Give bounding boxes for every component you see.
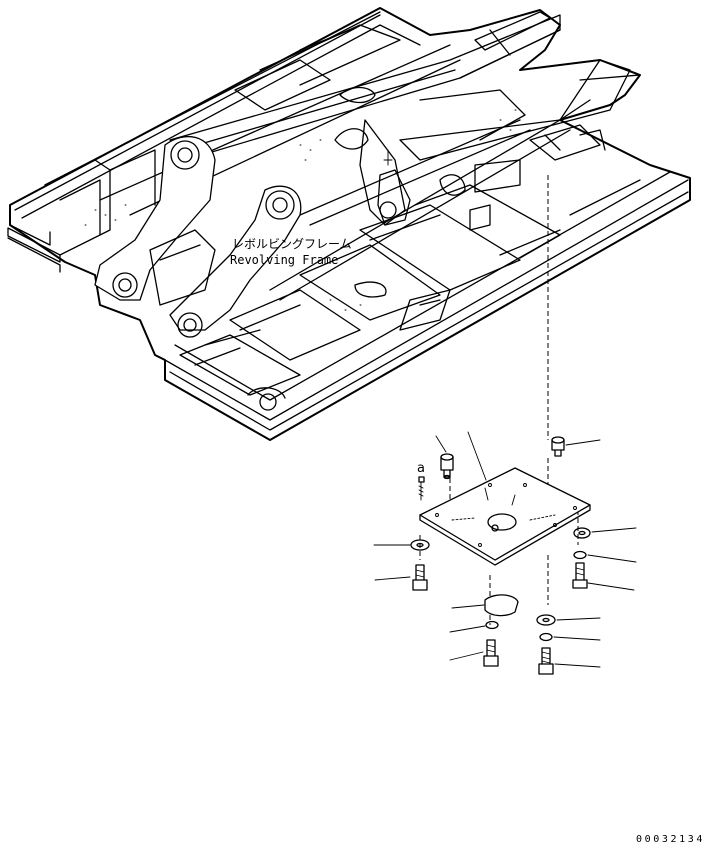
leader-lines bbox=[373, 431, 637, 668]
washer-right-1 bbox=[573, 527, 591, 539]
frame-label-en: Revolving Frame bbox=[230, 253, 338, 267]
cover-plate-assembly: a bbox=[373, 175, 637, 675]
bolt-middle bbox=[483, 639, 499, 667]
ref-letter-a: a bbox=[417, 461, 425, 476]
cap-cover bbox=[484, 594, 519, 617]
stud-bolt-right bbox=[551, 436, 565, 457]
bolt-lower-right bbox=[538, 647, 554, 675]
revolving-frame: レボルビングフレーム Revolving Frame bbox=[7, 7, 691, 441]
document-number: 00032134 bbox=[636, 834, 705, 845]
frame-label-jp: レボルビングフレーム bbox=[232, 237, 352, 251]
small-screw bbox=[418, 476, 425, 501]
washer-left bbox=[410, 539, 430, 551]
washer-right-2 bbox=[573, 550, 587, 560]
washer-lower-1 bbox=[536, 614, 556, 626]
stud-bolt-left bbox=[440, 453, 454, 480]
washer-lower-2 bbox=[539, 632, 553, 642]
washer-middle bbox=[485, 620, 499, 630]
bolt-left bbox=[412, 564, 428, 591]
bolt-right bbox=[572, 562, 588, 589]
